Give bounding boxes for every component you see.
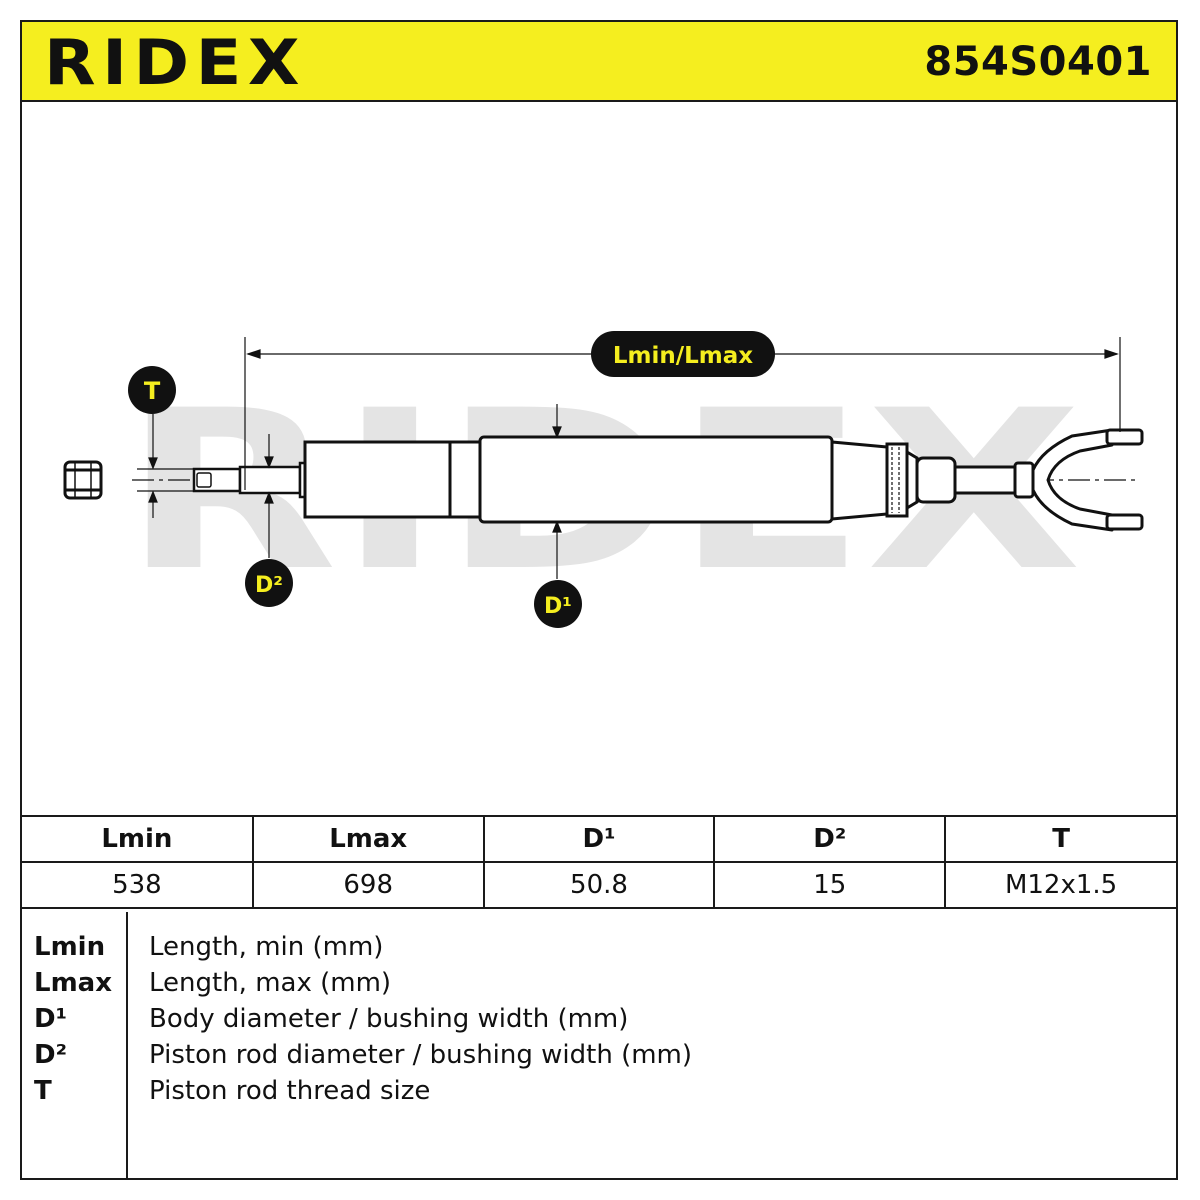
- header-bar: RIDEX 854S0401: [22, 22, 1176, 102]
- legend-desc: Length, min (mm): [149, 932, 384, 962]
- spec-col-d1: D¹: [482, 815, 716, 863]
- legend: Lmin Length, min (mm) Lmax Length, max (…: [22, 912, 1176, 1178]
- nut-icon: [63, 460, 103, 500]
- length-label: Lmin/Lmax: [613, 343, 753, 369]
- spec-value-lmax: 698: [251, 861, 485, 909]
- spec-col-lmin: Lmin: [22, 815, 254, 863]
- legend-key: Lmax: [34, 968, 112, 998]
- spec-col-lmax: Lmax: [251, 815, 485, 863]
- spec-value-d2: 15: [713, 861, 947, 909]
- body-diameter-label: D¹: [544, 594, 572, 619]
- thread-label-badge: [128, 366, 176, 414]
- legend-desc: Body diameter / bushing width (mm): [149, 1004, 629, 1034]
- thread-label: T: [144, 377, 161, 405]
- thread-dimension: [137, 414, 194, 518]
- rod-diameter-dimension: [264, 434, 274, 558]
- fork-mount: [1031, 428, 1144, 532]
- spec-table: Lmin Lmax D¹ D² T 538 698 50.8 15 M12x1.…: [22, 815, 1176, 909]
- legend-key: T: [34, 1076, 52, 1106]
- spec-col-d2: D²: [713, 815, 947, 863]
- legend-desc: Length, max (mm): [149, 968, 392, 998]
- legend-item: D² Piston rod diameter / bushing width (…: [22, 1038, 1176, 1074]
- spec-value-lmin: 538: [22, 861, 254, 909]
- logo-text: RIDEX: [44, 30, 306, 94]
- legend-item: T Piston rod thread size: [22, 1074, 1176, 1110]
- legend-key: D²: [34, 1040, 67, 1070]
- legend-item: D¹ Body diameter / bushing width (mm): [22, 1002, 1176, 1038]
- shock-absorber-drawing: RIDEX: [63, 331, 1144, 628]
- product-sheet: RIDEX 854S0401 RIDEX: [20, 20, 1178, 1180]
- spec-value-t: M12x1.5: [944, 861, 1176, 909]
- part-number: 854S0401: [924, 39, 1152, 85]
- legend-desc: Piston rod thread size: [149, 1076, 431, 1106]
- legend-key: Lmin: [34, 932, 106, 962]
- spec-header-row: Lmin Lmax D¹ D² T: [22, 815, 1176, 863]
- ridex-logo: RIDEX: [44, 30, 306, 94]
- legend-divider: [126, 912, 128, 1178]
- length-label-pill: [591, 331, 775, 377]
- rod-diameter-label: D²: [255, 573, 283, 598]
- legend-desc: Piston rod diameter / bushing width (mm): [149, 1040, 693, 1070]
- body-diameter-dimension: [552, 404, 562, 579]
- body-diameter-badge: [534, 580, 582, 628]
- spec-value-row: 538 698 50.8 15 M12x1.5: [22, 861, 1176, 909]
- legend-item: Lmax Length, max (mm): [22, 966, 1176, 1002]
- rod-diameter-badge: [245, 559, 293, 607]
- legend-key: D¹: [34, 1004, 67, 1034]
- shock-body: [303, 435, 1035, 524]
- piston-rod: [192, 461, 310, 499]
- legend-item: Lmin Length, min (mm): [22, 930, 1176, 966]
- spec-col-t: T: [944, 815, 1176, 863]
- spec-value-d1: 50.8: [482, 861, 716, 909]
